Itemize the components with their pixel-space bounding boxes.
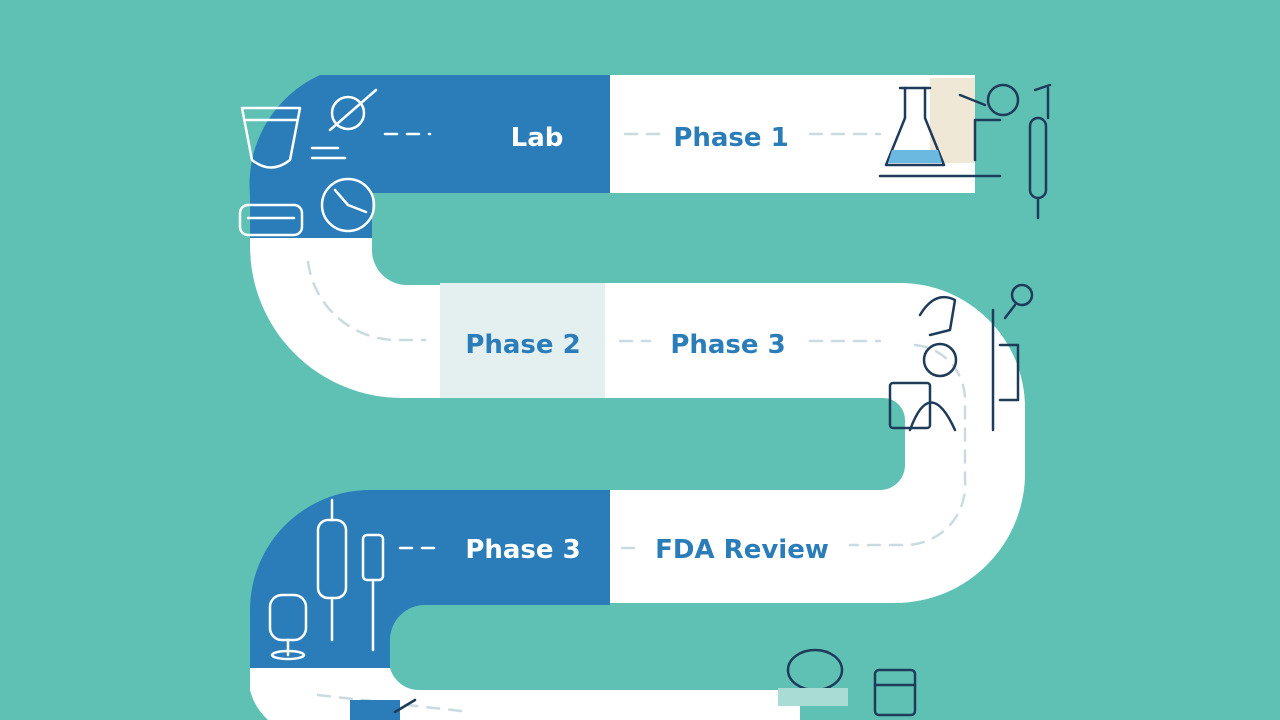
scanner-icon [268, 593, 308, 661]
test-tube-icon [1028, 86, 1050, 220]
road [249, 75, 1026, 720]
stage-labels: Lab Phase 1 Phase 2 Phase 3 Phase 3 FDA … [465, 123, 829, 565]
pipette-icon [310, 88, 378, 160]
clock-icon [320, 177, 376, 233]
specimen-jar-icon [778, 648, 848, 706]
syringe-icon [361, 533, 385, 652]
lab-stand-icon [888, 308, 1020, 432]
stage-fda-review-label: FDA Review [655, 535, 829, 565]
stage-phase3-second-label: Phase 3 [465, 535, 580, 565]
flask-icon [878, 78, 1002, 178]
stage-phase2-label: Phase 2 [465, 330, 580, 360]
stage-phase3-label: Phase 3 [670, 330, 785, 360]
pill-bottle-icon [873, 668, 917, 717]
magnifier-icon [958, 83, 1052, 162]
iv-bag-icon [316, 498, 348, 642]
stage-phase1-label: Phase 1 [673, 123, 788, 153]
specimen-dish-icon [238, 203, 304, 237]
dropper-icon [350, 698, 417, 720]
beaker-icon [240, 106, 302, 169]
road-dashes [306, 132, 967, 714]
lightbulb-icon [1003, 283, 1034, 320]
stage-lab-label: Lab [511, 123, 564, 153]
